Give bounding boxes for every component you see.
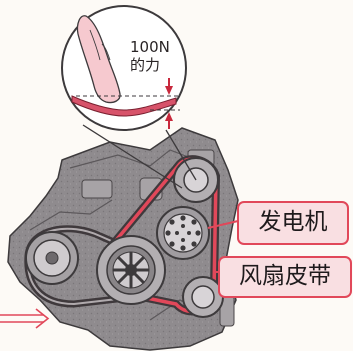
crankshaft-pulley — [96, 235, 166, 305]
left-pulley — [25, 231, 79, 285]
deflection-arrows — [165, 78, 173, 129]
force-unit-text: 的力 — [130, 56, 161, 74]
force-annotation: 100N 的力 — [130, 38, 170, 74]
force-value: 100N — [130, 38, 170, 56]
magnifier-inset — [61, 5, 187, 131]
direction-arrow-icon — [0, 308, 50, 329]
bottom-pulley — [182, 276, 224, 318]
generator-pulley — [156, 206, 210, 260]
generator-leader-line — [207, 220, 239, 229]
fan-belt-callout: 风扇皮带 — [218, 256, 352, 298]
magnifier-connector — [82, 124, 197, 189]
generator-callout: 发电机 — [237, 201, 349, 245]
finger-illustration — [76, 15, 121, 104]
belt-deflection — [71, 95, 177, 117]
